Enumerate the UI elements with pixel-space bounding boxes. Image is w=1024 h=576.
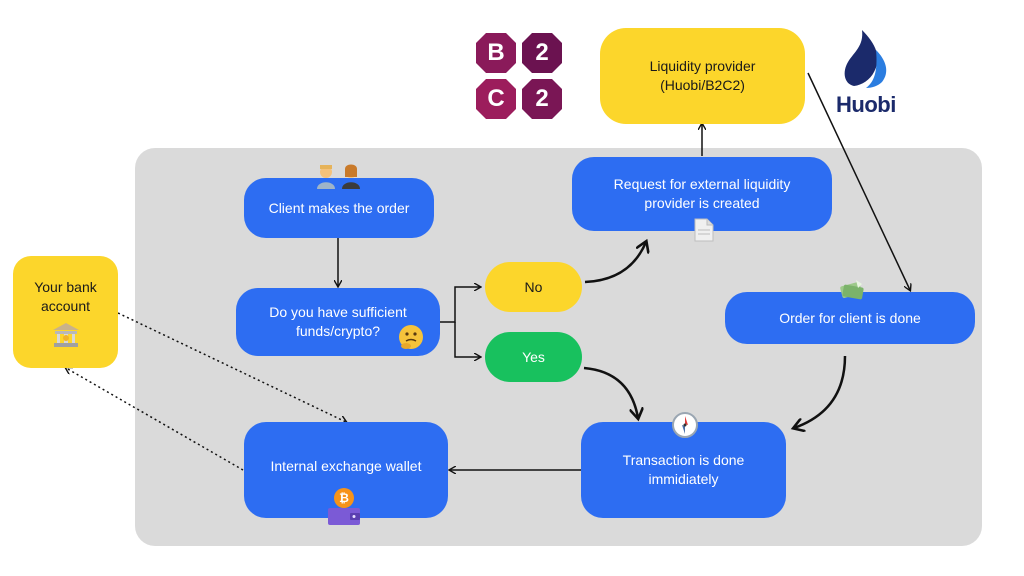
arrow-no-to-request: [584, 242, 646, 284]
b2c2-tile-2b: 2: [522, 79, 562, 119]
client-order-label: Client makes the order: [268, 199, 410, 216]
b2c2-tile-b: B: [476, 33, 516, 73]
yes-node: Yes: [485, 332, 582, 382]
b2c2-tile-c: C: [476, 79, 516, 119]
b2c2-tile-2a: 2: [522, 33, 562, 73]
b2c2-digit-2a: 2: [535, 39, 549, 66]
arrow-provider-to-order-done: [807, 72, 910, 290]
arrow-yes-to-transaction: [583, 366, 638, 418]
transaction-done-node: Transaction is done immidiately: [581, 422, 786, 518]
money-icon: [840, 280, 864, 300]
thinking-face-icon: [399, 325, 423, 349]
sufficient-funds-label: Do you have sufficient funds/crypto?: [269, 304, 407, 339]
bank-account-node: Your bank account: [13, 256, 118, 368]
svg-text:₿: ₿: [339, 491, 349, 505]
bank-icon: [53, 323, 79, 347]
huobi-wordmark: Huobi: [836, 92, 896, 117]
order-done-label: Order for client is done: [779, 309, 921, 326]
people-icon: [317, 164, 360, 189]
huobi-flame-icon: [844, 30, 887, 88]
arrow-order-done-to-transaction: [794, 355, 847, 428]
request-external-label: Request for external liquidity provider …: [613, 176, 791, 211]
bank-account-label: Your bank account: [34, 279, 97, 314]
liquidity-provider-node: Liquidity provider (Huobi/B2C2): [600, 28, 805, 124]
huobi-logo: Huobi: [832, 28, 902, 123]
dotted-bank-to-wallet: [117, 312, 346, 422]
arrow-question-to-yes: [454, 322, 480, 357]
transaction-done-label: Transaction is done immidiately: [622, 452, 745, 487]
yes-label: Yes: [522, 348, 545, 365]
compass-icon: [672, 412, 698, 438]
document-icon: [694, 218, 714, 242]
b2c2-digit-2b: 2: [535, 85, 549, 112]
b2c2-letter-b: B: [487, 39, 505, 66]
arrow-question-to-no: [440, 287, 480, 323]
bitcoin-wallet-icon: ₿: [328, 488, 360, 525]
internal-wallet-label: Internal exchange wallet: [270, 457, 422, 474]
client-order-node: Client makes the order: [244, 178, 434, 238]
dotted-wallet-to-bank: [66, 368, 244, 471]
b2c2-letter-c: C: [487, 85, 505, 112]
no-label: No: [524, 278, 543, 295]
order-done-node: Order for client is done: [725, 292, 975, 344]
no-node: No: [485, 262, 582, 312]
liquidity-provider-label: Liquidity provider (Huobi/B2C2): [649, 58, 756, 93]
